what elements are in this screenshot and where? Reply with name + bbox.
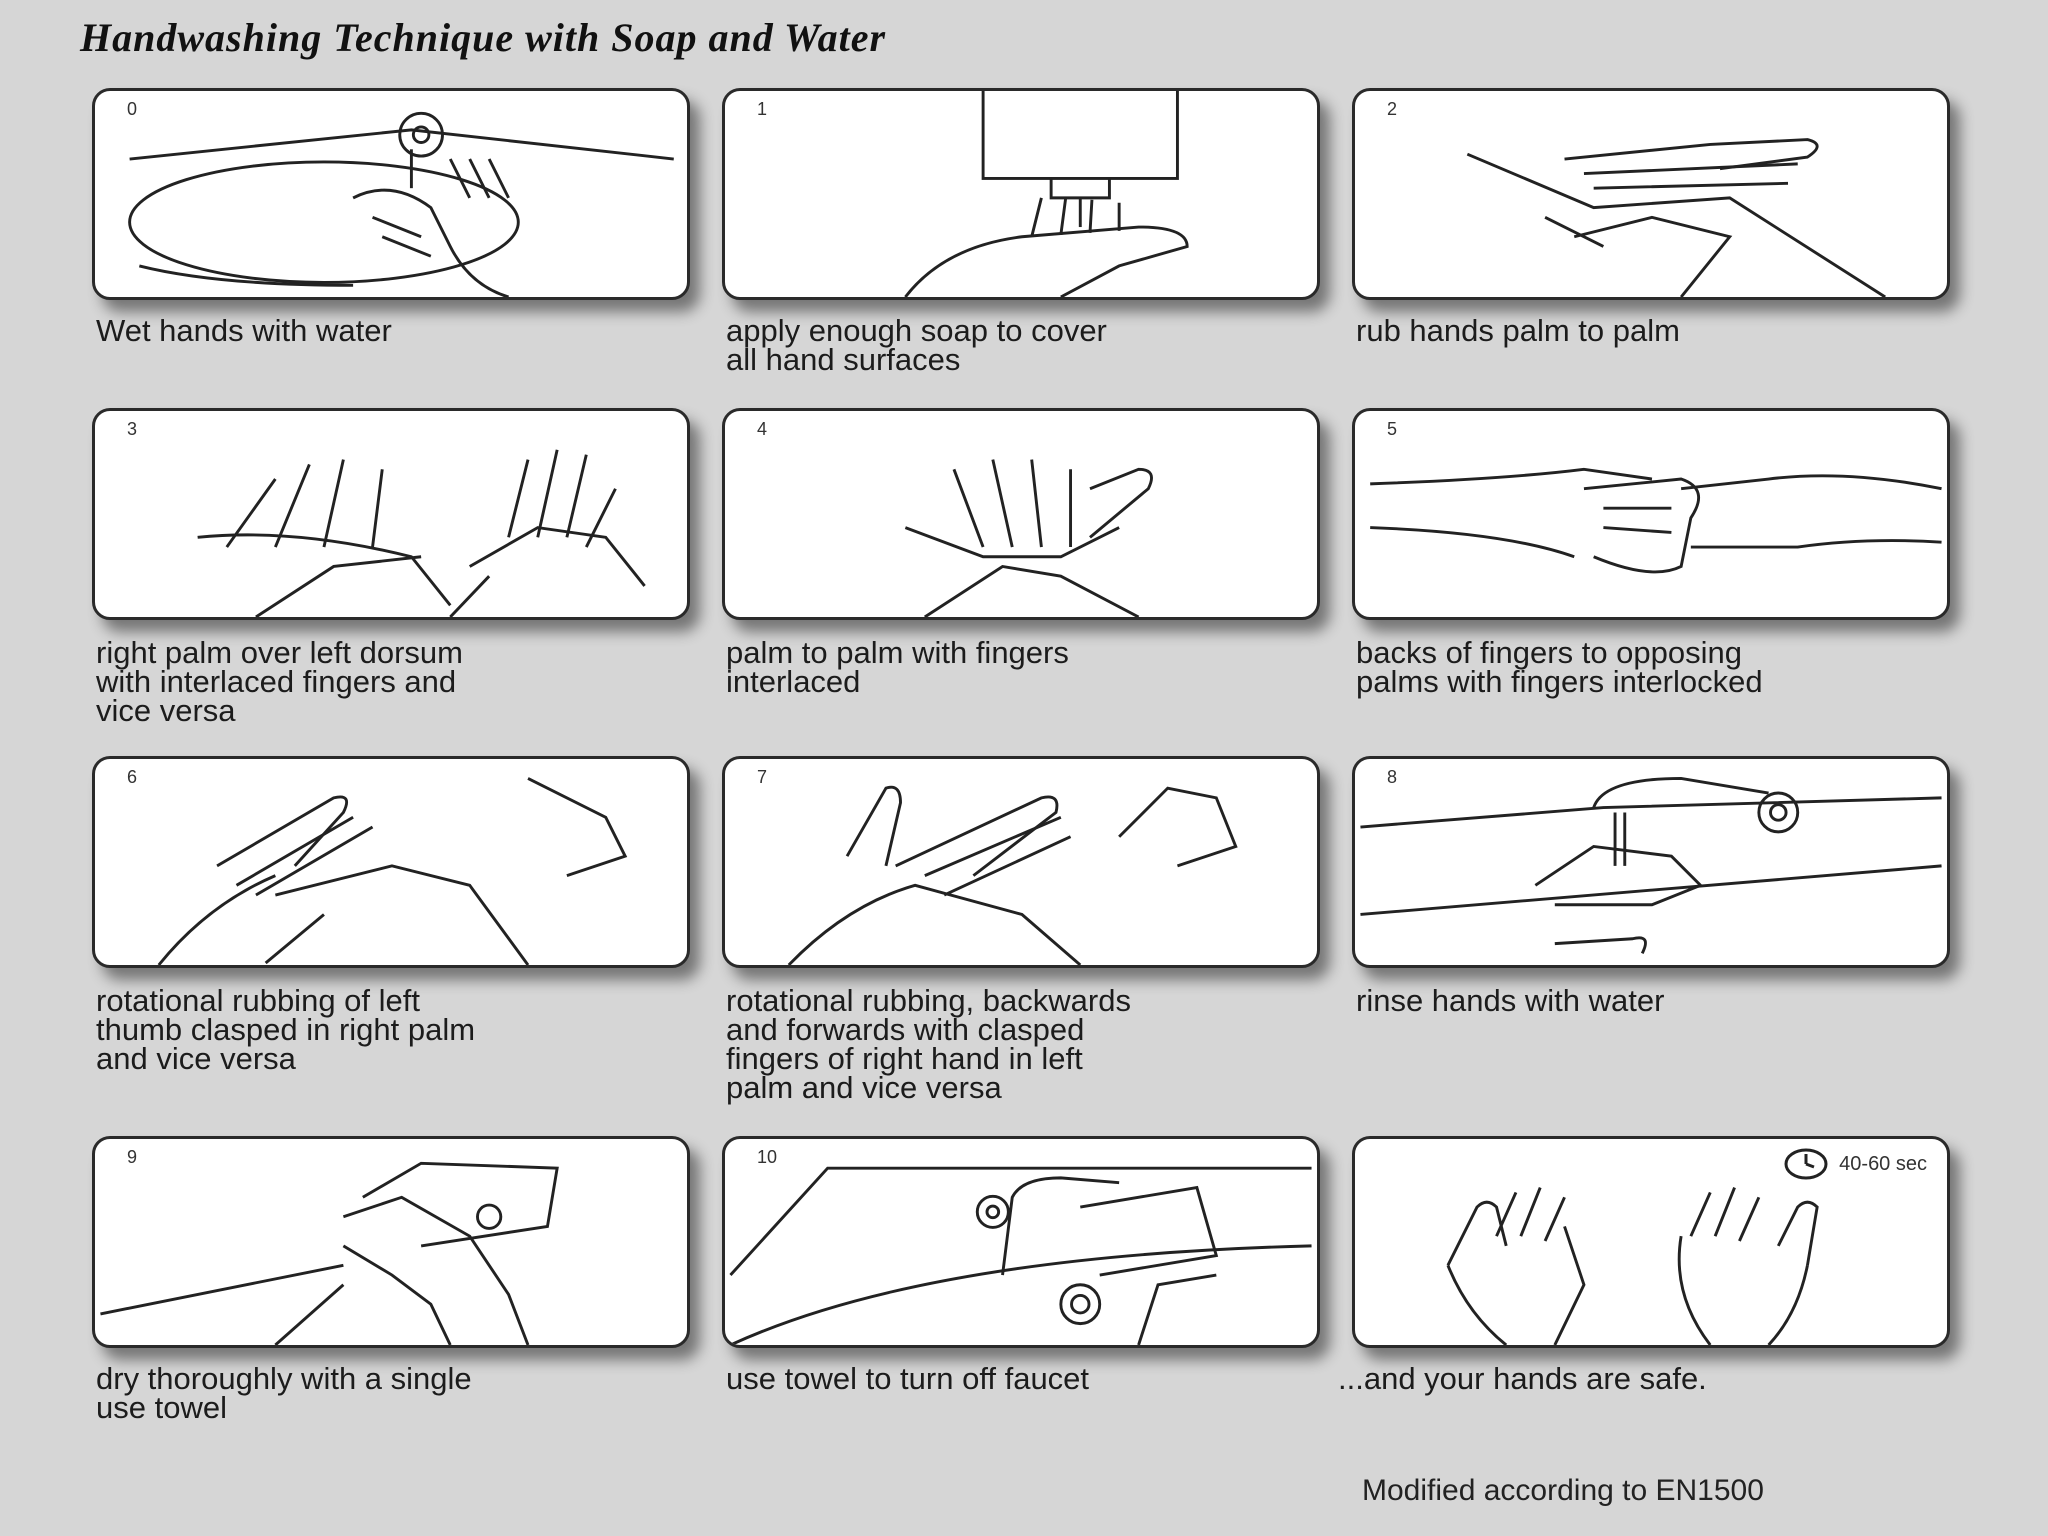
step-number: 1	[757, 99, 768, 119]
step-5-panel: 5	[1352, 408, 1950, 620]
backs-of-fingers-illustration	[1370, 467, 1942, 574]
step-2-caption: rub hands palm to palm	[1356, 313, 1680, 348]
footer-note: Modified according to EN1500	[1362, 1474, 1764, 1507]
step-10-panel: 10	[722, 1136, 1320, 1348]
stopwatch-icon	[1784, 1148, 1828, 1180]
step-7-caption: rotational rubbing, backwards and forwar…	[726, 983, 1131, 1105]
step-3-caption: right palm over left dorsum with interla…	[96, 635, 463, 728]
step-6-panel: 6	[92, 756, 690, 968]
timer-label: 40-60 sec	[1839, 1152, 1927, 1175]
step-8-caption: rinse hands with water	[1356, 983, 1665, 1018]
step-number: 5	[1387, 419, 1398, 439]
thumb-rotation-illustration	[157, 777, 628, 965]
fingertips-rotation-illustration	[787, 785, 1238, 965]
step-number: 8	[1387, 767, 1398, 787]
step-number: 2	[1387, 99, 1398, 119]
wet-hands-illustration	[128, 111, 674, 297]
step-0-caption: Wet hands with water	[96, 313, 392, 348]
step-number: 3	[127, 419, 138, 439]
step-1-caption: apply enough soap to cover all hand surf…	[726, 313, 1107, 377]
step-8-panel: 8	[1352, 756, 1950, 968]
page-title: Handwashing Technique with Soap and Wate…	[80, 15, 887, 60]
step-7-panel: 7	[722, 756, 1320, 968]
step-4-panel: 4	[722, 408, 1320, 620]
step-11-panel: 40-60 sec	[1352, 1136, 1950, 1348]
dry-towel-illustration	[100, 1161, 559, 1345]
step-number: 9	[127, 1147, 138, 1167]
fingers-interlaced-illustration	[904, 459, 1153, 617]
step-5-caption: backs of fingers to opposing palms with …	[1356, 635, 1763, 699]
step-number: 6	[127, 767, 138, 787]
step-9-caption: dry thoroughly with a single use towel	[96, 1361, 472, 1425]
step-4-caption: palm to palm with fingers interlaced	[726, 635, 1069, 699]
soap-dispenser-illustration	[904, 91, 1189, 297]
palm-to-palm-illustration	[1466, 138, 1886, 297]
step-3-panel: 3	[92, 408, 690, 620]
step-6-caption: rotational rubbing of left thumb clasped…	[96, 983, 476, 1076]
step-number: 10	[757, 1147, 778, 1167]
towel-faucet-illustration	[729, 1166, 1312, 1345]
clean-hands-illustration	[1446, 1187, 1819, 1345]
step-11-caption: ...and your hands are safe.	[1338, 1361, 1707, 1396]
dorsum-interlaced-illustration	[197, 449, 646, 617]
step-10-caption: use towel to turn off faucet	[726, 1361, 1090, 1396]
step-2-panel: 2	[1352, 88, 1950, 300]
step-9-panel: 9	[92, 1136, 690, 1348]
step-number: 0	[127, 99, 138, 119]
timer: 40-60 sec	[1783, 1147, 1927, 1181]
step-1-panel: 1	[722, 88, 1320, 300]
rinse-hands-illustration	[1360, 776, 1942, 954]
step-0-panel: 0	[92, 88, 690, 300]
step-number: 4	[757, 419, 768, 439]
step-number: 7	[757, 767, 768, 787]
